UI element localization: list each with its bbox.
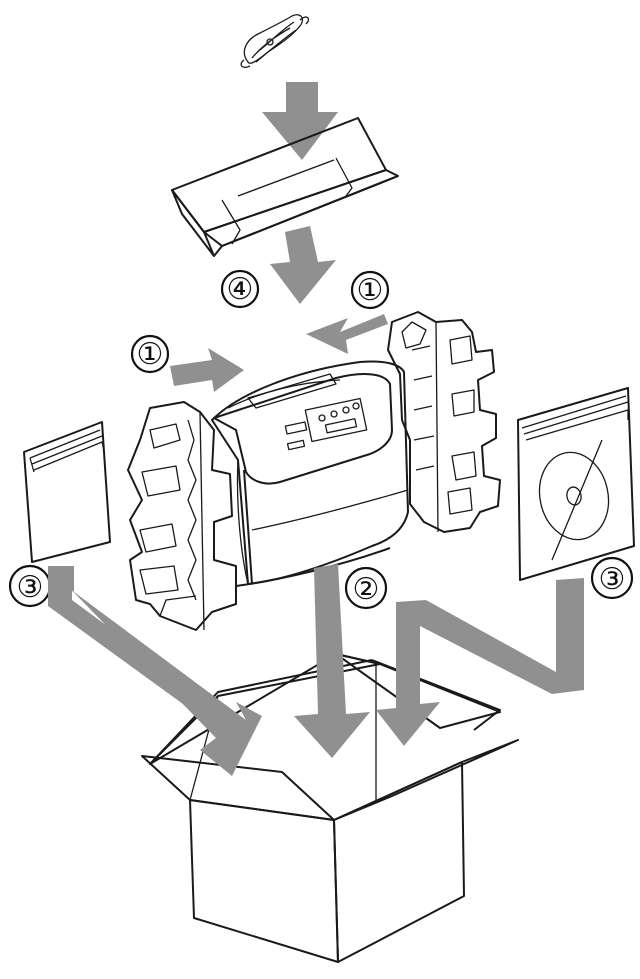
printer-machine — [211, 360, 409, 587]
arrow-left-packing — [170, 348, 244, 392]
accessory-tray — [171, 117, 399, 257]
document-bag-right — [517, 387, 635, 581]
cord-bundle — [240, 14, 310, 68]
step-3-left-text: ③ — [17, 570, 44, 605]
step-label-2: ② — [344, 566, 388, 610]
step-2-text: ② — [353, 572, 380, 607]
arrow-right-packing — [306, 314, 388, 354]
step-4-text: ④ — [227, 272, 254, 307]
step-1-left-text: ① — [137, 337, 164, 372]
step-1-right-text: ① — [357, 273, 384, 308]
step-label-3-left: ③ — [8, 564, 52, 608]
step-label-3-right: ③ — [590, 556, 634, 600]
document-bag-left — [23, 421, 111, 563]
step-3-right-text: ③ — [599, 562, 626, 597]
arrow-cord-down — [262, 82, 338, 160]
right-foam-packing — [387, 311, 501, 533]
step-label-4: ④ — [220, 269, 260, 309]
left-foam-packing — [127, 401, 237, 631]
step-label-1-right: ① — [350, 270, 390, 310]
arrow-machine-down — [294, 564, 370, 758]
arrow-left-bag-into-box — [48, 566, 262, 776]
arrow-tray-down — [270, 226, 336, 304]
arrow-right-bag-into-box — [376, 578, 584, 746]
step-label-1-left: ① — [130, 334, 170, 374]
